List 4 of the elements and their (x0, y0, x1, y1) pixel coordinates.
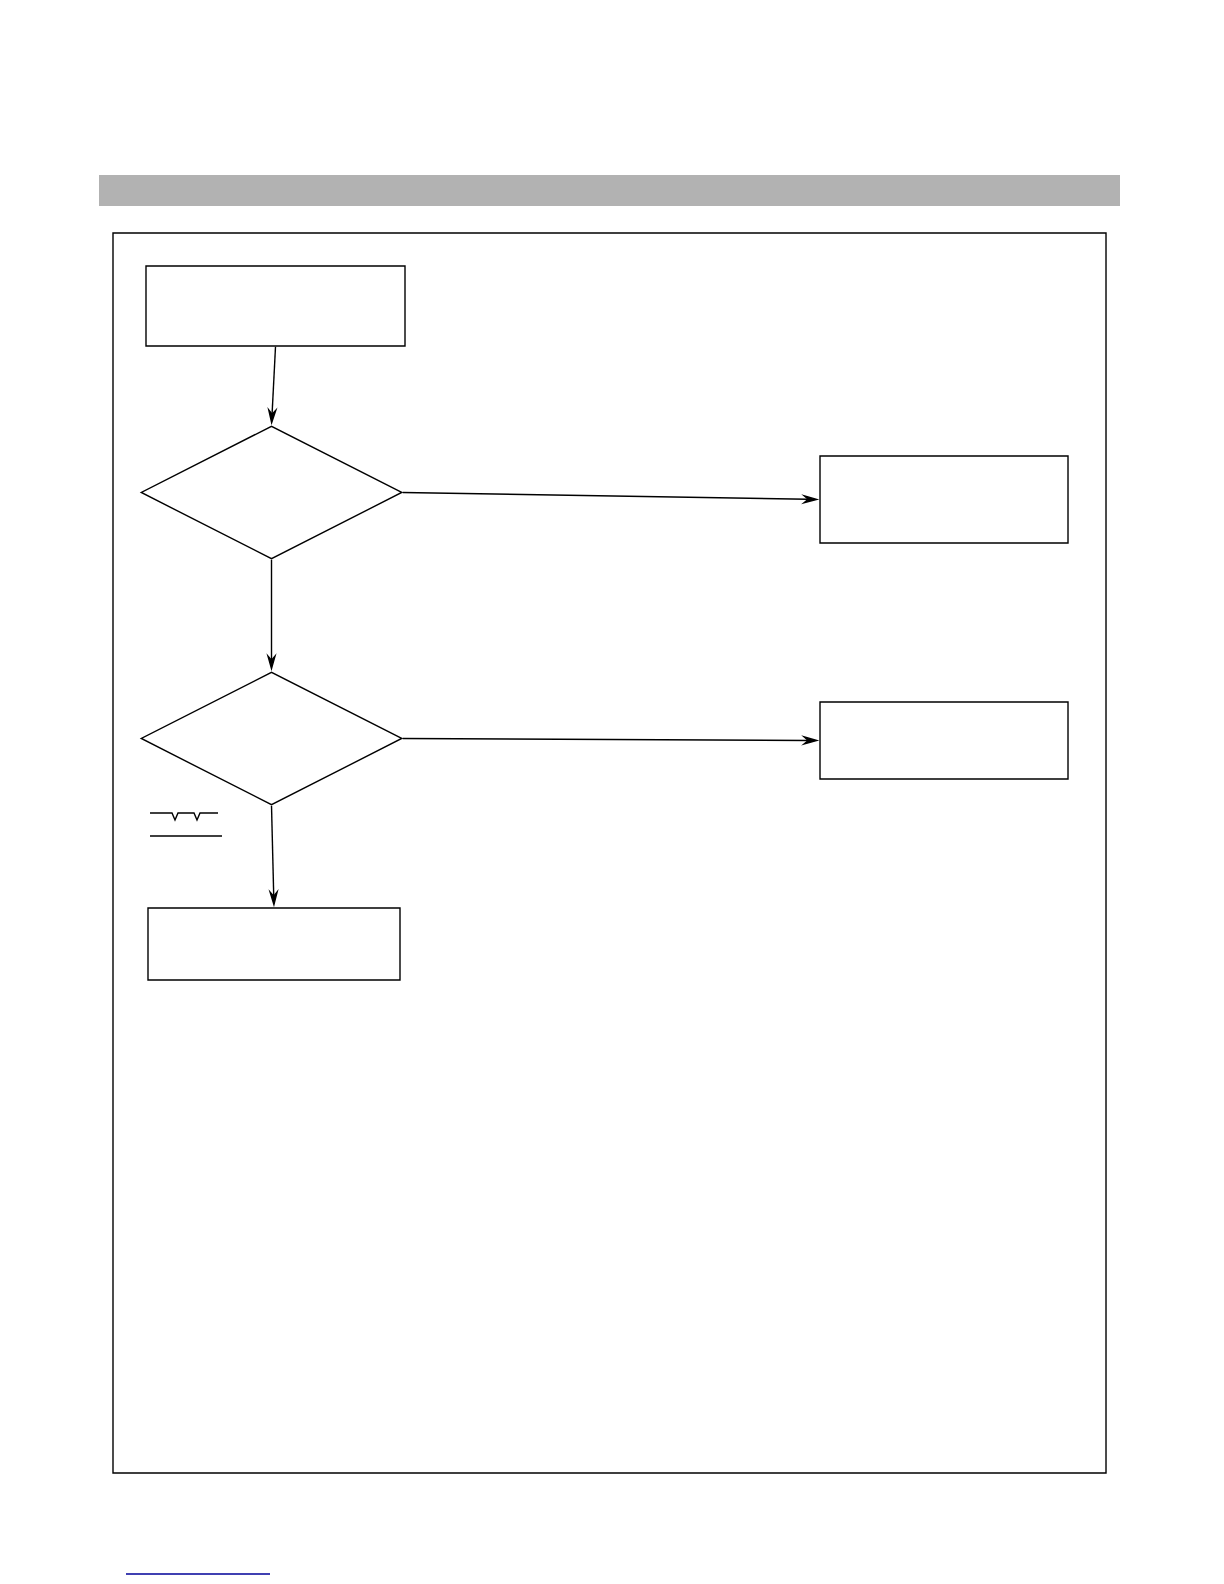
process-box (819, 455, 1069, 544)
process-box (819, 701, 1069, 780)
process-box (147, 907, 401, 981)
process-box (145, 265, 406, 347)
